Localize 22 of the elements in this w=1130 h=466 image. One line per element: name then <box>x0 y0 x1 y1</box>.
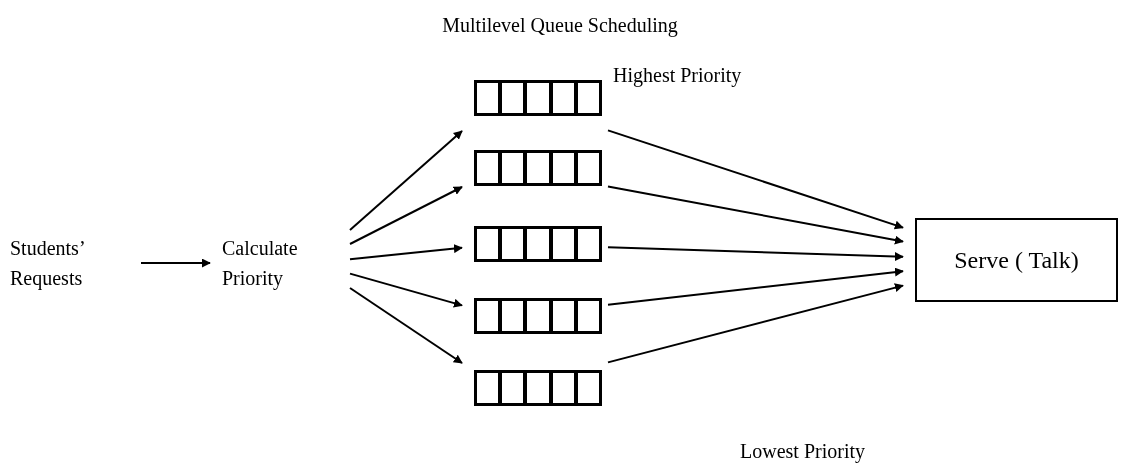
arrow <box>607 246 904 262</box>
queue-drawing <box>474 298 602 334</box>
arrow <box>607 185 904 245</box>
arrow <box>607 283 904 364</box>
arrow <box>349 244 463 261</box>
priority-label: Lowest Priority <box>740 440 865 463</box>
arrow <box>349 287 463 364</box>
queue-drawing <box>474 370 602 406</box>
priority-label: Highest Priority <box>613 64 742 87</box>
node-text: Calculate Priority <box>222 233 344 293</box>
arrow <box>607 129 904 230</box>
arrow <box>349 130 463 231</box>
queue-drawing <box>474 150 602 186</box>
node-text: Students’ Requests <box>10 233 135 293</box>
arrow <box>349 186 463 245</box>
arrow <box>607 267 904 306</box>
process-box: Serve ( Talk) <box>915 218 1118 302</box>
arrow <box>140 258 211 268</box>
queue-drawing <box>474 226 602 262</box>
diagram-title: Multilevel Queue Scheduling <box>441 14 679 37</box>
queue-drawing <box>474 80 602 116</box>
arrow <box>349 272 463 308</box>
